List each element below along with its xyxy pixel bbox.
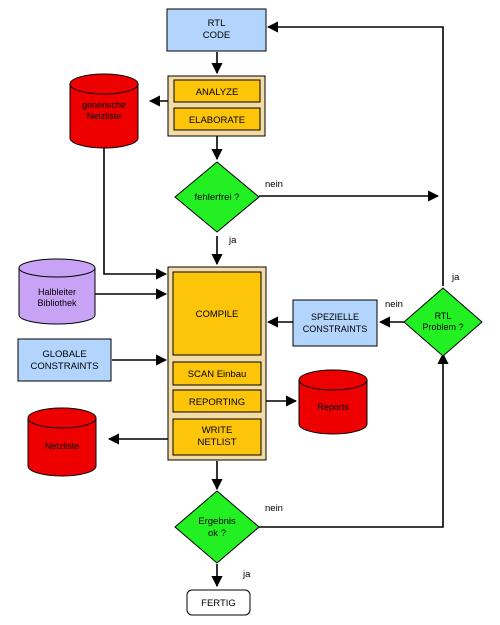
- fertig-box: FERTIG: [186, 589, 251, 616]
- rtl-problem-line1: RTL: [435, 311, 452, 321]
- globale-line2: CONSTRAINTS: [30, 361, 98, 372]
- rtl-problem-line2: Problem ?: [422, 322, 463, 332]
- generic-netlist-line2: Netzliste: [87, 111, 122, 121]
- label-nein-rtl: nein: [385, 299, 403, 310]
- ergebnis-line2: ok ?: [208, 528, 226, 539]
- halbleiter-line1: Halbleiter: [38, 287, 76, 297]
- scan-label: SCAN Einbau: [188, 369, 247, 380]
- edges: [95, 21, 449, 588]
- label-ja-rtl: ja: [451, 272, 460, 283]
- rtl-code-line2: CODE: [203, 30, 230, 41]
- label-ja-ergebnis: ja: [242, 569, 251, 580]
- fehlerfrei-diamond: fehlerfrei ?: [174, 161, 260, 233]
- generic-netlist-cylinder: generische Netzliste: [69, 73, 139, 149]
- globale-constraints-box: GLOBALE CONSTRAINTS: [17, 338, 112, 382]
- scan-box: [172, 361, 262, 386]
- ergebnis-diamond: Ergebnis ok ?: [174, 490, 260, 564]
- reporting-box: [172, 389, 262, 413]
- halbleiter-cylinder: Halbleiter Bibliothek: [18, 258, 96, 325]
- rtl-problem-diamond: RTL Problem ?: [403, 287, 483, 357]
- compile-box: [172, 271, 262, 356]
- elaborate-label: ELABORATE: [189, 115, 245, 126]
- fehlerfrei-label: fehlerfrei ?: [195, 192, 240, 203]
- label-nein-fehlerfrei: nein: [265, 179, 283, 190]
- rtl-code-box: RTL CODE: [166, 8, 267, 52]
- write-netlist-line2: NETLIST: [197, 437, 236, 448]
- analyze-box: [173, 79, 261, 103]
- ergebnis-line1: Ergebnis: [198, 516, 236, 527]
- netzliste-label: Netzliste: [45, 441, 80, 451]
- compile-label: COMPILE: [196, 309, 239, 320]
- halbleiter-line2: Bibliothek: [37, 298, 77, 308]
- rtl-code-line1: RTL: [208, 18, 226, 29]
- spezielle-constraints-box: SPEZIELLE CONSTRAINTS: [292, 299, 378, 347]
- reports-cylinder: Reports: [298, 369, 368, 435]
- write-netlist-line1: WRITE: [202, 425, 233, 436]
- fertig-label: FERTIG: [201, 598, 236, 609]
- netzliste-cylinder: Netzliste: [27, 407, 97, 477]
- write-netlist-box: [172, 418, 262, 456]
- elaborate-box: [173, 107, 261, 131]
- generic-netlist-line1: generische: [82, 100, 126, 110]
- compile-panel: COMPILE SCAN Einbau REPORTING WRITE NETL…: [167, 266, 267, 461]
- analyze-label: ANALYZE: [196, 87, 239, 98]
- edge-generic-netlist-to-compile: [103, 148, 168, 280]
- globale-line1: GLOBALE: [42, 349, 86, 360]
- label-nein-ergebnis: nein: [265, 503, 283, 514]
- spezielle-line2: CONSTRAINTS: [303, 324, 368, 334]
- analyze-elaborate-panel: ANALYZE ELABORATE: [167, 75, 266, 137]
- label-ja-fehlerfrei: ja: [228, 235, 237, 246]
- edge-rtl-problem-ja: [266, 21, 444, 286]
- reports-label: Reports: [317, 402, 349, 412]
- reporting-label: REPORTING: [189, 397, 245, 408]
- spezielle-line1: SPEZIELLE: [311, 312, 359, 322]
- edge-ergebnis-nein: [259, 352, 449, 528]
